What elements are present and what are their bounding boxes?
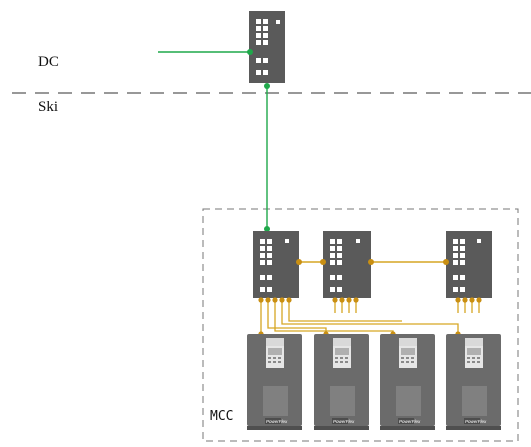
mcc-label: MCC [210, 409, 233, 424]
drive-2: PowerFlex [314, 334, 369, 430]
mcc-enclosure [202, 208, 519, 442]
green-node-dots [247, 49, 270, 232]
node-dot [264, 83, 270, 89]
switch-top [249, 11, 285, 83]
drive-brand-label: PowerFlex [465, 419, 487, 424]
zone-label-ski: Ski [38, 99, 58, 115]
drive-brand-label: PowerFlex [333, 419, 355, 424]
drive-brand-label: PowerFlex [266, 419, 288, 424]
drive-links [260, 299, 459, 334]
node-dot [264, 226, 270, 232]
drive-3: PowerFlex [380, 334, 435, 430]
gold-node-dots [258, 259, 482, 337]
node-dot [247, 49, 253, 55]
ethernet-links [158, 51, 268, 228]
switch-mcc-2 [323, 231, 371, 298]
zone-label-dc: DC [38, 54, 59, 70]
drive-brand-label: PowerFlex [399, 419, 421, 424]
switch-mcc-1 [253, 231, 299, 298]
drive-4: PowerFlex [446, 334, 501, 430]
switch-mcc-3 [446, 231, 492, 298]
drive-1: PowerFlex [247, 334, 302, 430]
